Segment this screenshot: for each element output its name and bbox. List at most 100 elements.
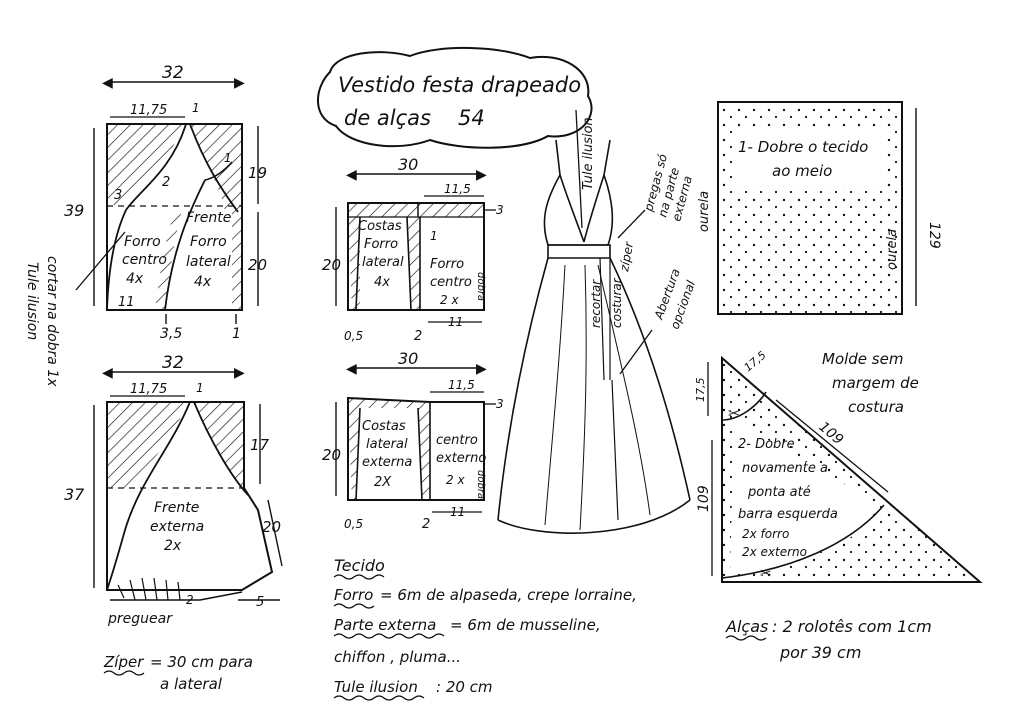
zipper-note-text: = 30 cm para <box>150 653 253 671</box>
front-lining-lateral-l3: lateral <box>186 254 231 270</box>
front-outer-pattern: ◀▶ 32 11,75 1 37 17 20 Frente externa 2x… <box>64 353 283 627</box>
front-outer-top-width: 11,75 <box>130 382 167 397</box>
svg-text:◀: ◀ <box>102 75 113 91</box>
back-outer-lateral-l3: externa <box>362 455 412 470</box>
zipper-note-text2: a lateral <box>160 675 223 693</box>
back-lining-mark: 3 <box>496 203 504 217</box>
svg-text:▶: ▶ <box>476 167 487 183</box>
scissors-icon: ✂ <box>760 566 772 582</box>
front-lining-mark-top: 1 <box>192 101 200 115</box>
front-outer-piece-l2: externa <box>150 519 204 535</box>
back-lining-bottom-left: 0,5 <box>344 329 363 343</box>
svg-text:▶: ▶ <box>234 75 245 91</box>
back-outer-pattern: ◀ ▶ 30 11,5 3 20 Costas lateral externa 2… <box>322 349 504 532</box>
back-outer-center-l1: centro <box>436 433 478 448</box>
dress-recortar-label: recortar <box>589 279 603 328</box>
fabric-line2-text: = 6m de musseline, <box>450 616 601 634</box>
dress-ziper-label: zíper <box>617 240 636 274</box>
svg-text:▶: ▶ <box>476 361 487 377</box>
seam-note-l3: costura <box>848 398 904 416</box>
front-lining-top-width: 11,75 <box>130 103 167 118</box>
back-lining-bottom-mid: 2 <box>414 329 422 344</box>
back-lining-center-l2: centro <box>430 275 472 290</box>
back-lining-fold: dobra <box>475 272 486 301</box>
back-lining-bottom-width: 11 <box>448 315 463 329</box>
svg-text:◀: ◀ <box>346 361 357 377</box>
straps-text2: por 39 cm <box>779 643 861 662</box>
fabric-rect-l2: ao meio <box>772 162 832 180</box>
back-lining-top-width: 11,5 <box>444 182 471 196</box>
title-cloud: Vestido festa drapeado de alças 54 <box>317 47 593 149</box>
scissors-icon: ✂ <box>728 406 740 422</box>
front-lining-curve-mark: 2 <box>162 175 170 190</box>
title-number: 54 <box>458 106 485 130</box>
triangle-text-l6: 2x externo <box>742 545 807 559</box>
triangle-text-l3: ponta até <box>747 485 811 500</box>
front-lining-pattern: ◀▶ 32 11,75 1 39 19 20 3 2 1 Forro centr… <box>64 63 267 342</box>
fabric-triangle: 17,5 17,5 109 109 2- Dobre novamente a p… <box>694 349 983 583</box>
back-outer-lateral-l4: 2X <box>374 475 392 490</box>
back-lining-notch: 1 <box>430 229 438 243</box>
straps-note: Alças : 2 rolotês com 1cm por 39 cm <box>725 617 932 662</box>
back-outer-lateral-l2: lateral <box>366 437 408 452</box>
tule-side-note: Tule ilusion cortar na dobra 1x <box>24 256 60 387</box>
back-lining-center-l1: Forro <box>430 257 464 272</box>
front-outer-height-upper: 17 <box>250 436 270 454</box>
back-outer-height: 20 <box>322 446 341 464</box>
svg-text:◀: ◀ <box>346 167 357 183</box>
back-lining-pattern: ◀▶ 30 11,5 3 1 20 Costas Forro lateral 4… <box>322 155 504 344</box>
front-lining-center-l1: Forro <box>124 234 161 250</box>
zipper-note-label: Zíper <box>103 653 144 671</box>
back-outer-bottom-width: 11 <box>450 505 465 519</box>
seam-note-l1: Molde sem <box>822 350 903 368</box>
fabric-line4-label: Tule ilusion <box>334 678 418 696</box>
svg-text:◀: ◀ <box>102 365 113 381</box>
svg-text:▶: ▶ <box>234 365 245 381</box>
fabric-rect-height: 129 <box>926 222 942 249</box>
back-lining-lateral-l1: Costas <box>358 219 402 234</box>
front-outer-hem-extra: 5 <box>256 595 264 610</box>
back-outer-fold: dobra <box>475 470 486 499</box>
seam-note-l2: margem de <box>832 374 919 392</box>
front-lining-height-total: 39 <box>64 201 84 220</box>
back-outer-top-width: 11,5 <box>448 378 475 392</box>
back-outer-lateral-l1: Costas <box>362 419 406 434</box>
triangle-text-l5: 2x forro <box>742 527 789 541</box>
back-lining-lateral-l2: Forro <box>364 237 398 252</box>
back-outer-bottom-left: 0,5 <box>344 517 363 531</box>
fabric-rect-ourela-left: ourela <box>697 191 712 232</box>
back-outer-mark: 3 <box>496 397 504 411</box>
fabric-line1-label: Forro <box>334 586 373 604</box>
triangle-side: 109 <box>696 485 712 512</box>
front-lining-height-upper: 19 <box>248 164 267 182</box>
front-lining-lateral-l4: 4x <box>194 274 212 290</box>
zipper-note: Zíper = 30 cm para a lateral <box>103 653 253 693</box>
fabric-line3-text: chiffon , pluma... <box>334 648 461 666</box>
front-outer-gather-label: preguear <box>107 611 173 627</box>
triangle-a: 17,5 <box>694 378 707 403</box>
back-lining-lateral-l4: 4x <box>374 275 390 290</box>
back-lining-width: 30 <box>398 155 418 174</box>
back-outer-center-l2: externo <box>436 451 486 466</box>
front-lining-width: 32 <box>162 63 184 83</box>
fabric-heading: Tecido <box>334 556 385 575</box>
fabric-fold-rect: 1- Dobre o tecido ao meio ourela ourela … <box>697 101 942 315</box>
triangle-b: 17,5 <box>742 349 769 375</box>
back-outer-center-l3: 2 x <box>446 473 465 487</box>
front-outer-mark-top: 1 <box>196 381 204 395</box>
front-lining-lateral-l1: Frente <box>186 210 231 226</box>
title-line2: de alças <box>344 106 431 130</box>
back-lining-center-l3: 2 x <box>440 293 459 307</box>
back-lining-lateral-l3: lateral <box>362 255 404 270</box>
fabric-rect-l1: 1- Dobre o tecido <box>738 138 868 156</box>
front-outer-piece-l3: 2x <box>164 538 182 554</box>
fabric-rect-ourela-right: ourela <box>885 229 900 270</box>
fabric-list: Tecido Forro = 6m de alpaseda, crepe lor… <box>333 556 637 701</box>
front-outer-hem-mark: 2 <box>186 593 194 607</box>
front-outer-diag: 20 <box>262 518 281 536</box>
front-lining-bottom-left: 3,5 <box>160 326 182 342</box>
triangle-text-l4: barra esquerda <box>738 507 838 522</box>
title-line1: Vestido festa drapeado <box>338 73 581 97</box>
back-outer-width: 30 <box>398 349 418 368</box>
front-lining-height-lower: 20 <box>248 256 267 274</box>
